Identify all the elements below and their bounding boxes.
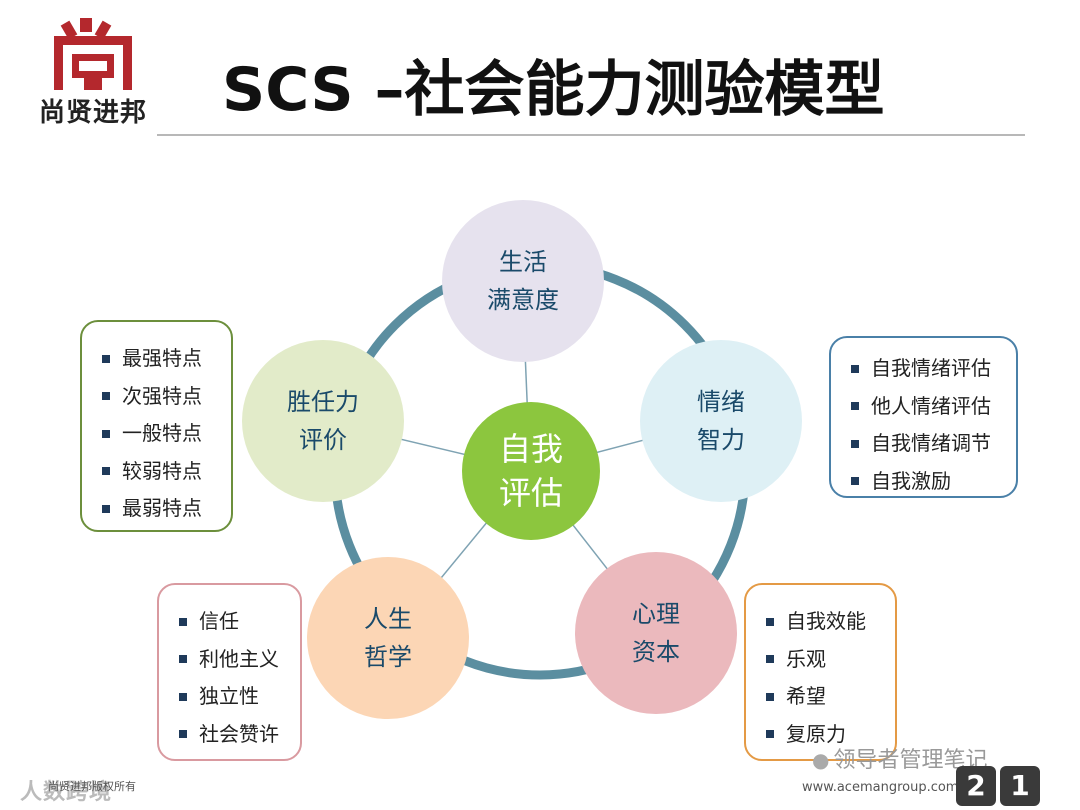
title-divider [157,134,1025,136]
capital-items-list: 自我效能 乐观 希望 复原力 [766,603,895,753]
list-item: 次强特点 [102,378,231,416]
bullet-icon [179,655,187,664]
list-item: 最弱特点 [102,490,231,528]
company-logo [54,18,132,90]
list-item: 自我情绪评估 [851,350,1016,388]
bullet-icon [766,655,774,664]
logo-text: 尚贤进邦 [38,98,147,128]
bullet-icon [766,692,774,701]
list-item: 复原力 [766,716,895,754]
capital-items-box: 自我效能 乐观 希望 复原力 [744,583,897,761]
node-circle-comp [242,340,404,502]
list-item: 他人情绪评估 [851,388,1016,426]
page-number-digit-2: 1 [1000,766,1040,806]
bullet-icon [851,364,859,373]
bullet-icon [179,692,187,701]
bullet-icon [102,467,110,476]
node-circle-life [442,200,604,362]
center-label-self-assessment: 自我 评估 [462,402,600,540]
list-item: 希望 [766,678,895,716]
center-circle [462,402,600,540]
node-label-emotional-intelligence: 情绪 智力 [640,340,802,502]
list-item: 独立性 [179,678,300,716]
bullet-icon [179,617,187,626]
node-eq-line1: 情绪 [697,388,745,416]
list-item: 社会赞许 [179,716,300,754]
competency-traits-list: 最强特点 次强特点 一般特点 较弱特点 最弱特点 [102,340,231,528]
footer-watermark: 人数跨境 [20,780,113,805]
node-psy-line1: 心理 [632,600,680,628]
node-circle-psy [575,552,737,714]
bullet-icon [102,504,110,513]
node-circle-eq [640,340,802,502]
bullet-icon [766,730,774,739]
bullet-icon [851,439,859,448]
node-life-line1: 生活 [499,248,547,276]
emotion-items-box: 自我情绪评估 他人情绪评估 自我情绪调节 自我激励 [829,336,1018,498]
page-title: SCS –社会能力测验模型 [222,55,885,125]
node-comp-line2: 评价 [299,426,347,454]
bullet-icon [102,429,110,438]
competency-traits-box: 最强特点 次强特点 一般特点 较弱特点 最弱特点 [80,320,233,532]
list-item: 自我激励 [851,463,1016,501]
list-item: 最强特点 [102,340,231,378]
center-line1: 自我 [498,430,563,468]
bullet-icon [102,354,110,363]
node-circle-phil [307,557,469,719]
node-label-competency: 胜任力 评价 [242,340,404,502]
list-item: 一般特点 [102,415,231,453]
list-item: 自我效能 [766,603,895,641]
emotion-items-list: 自我情绪评估 他人情绪评估 自我情绪调节 自我激励 [851,350,1016,500]
node-label-life-philosophy: 人生 哲学 [307,557,469,719]
center-line2: 评估 [498,474,563,512]
list-item: 较弱特点 [102,453,231,491]
philosophy-items-list: 信任 利他主义 独立性 社会赞许 [179,603,300,753]
bullet-icon [851,477,859,486]
bullet-icon [766,617,774,626]
page-number-digit-1: 2 [956,766,996,806]
node-eq-line2: 智力 [697,426,745,454]
list-item: 乐观 [766,641,895,679]
footer-copyright: 尚贤进邦版权所有 [48,780,136,793]
node-comp-line1: 胜任力 [287,388,359,416]
node-psy-line2: 资本 [632,638,680,666]
node-phil-line2: 哲学 [364,643,412,671]
bullet-icon [102,392,110,401]
wechat-icon: ● [812,748,830,772]
node-phil-line1: 人生 [364,605,412,633]
bullet-icon [851,402,859,411]
node-label-life-satisfaction: 生活 满意度 [442,200,604,362]
philosophy-items-box: 信任 利他主义 独立性 社会赞许 [157,583,302,761]
list-item: 自我情绪调节 [851,425,1016,463]
node-label-psychological-capital: 心理 资本 [575,552,737,714]
footer-website: www.acemangroup.com [802,780,959,795]
list-item: 信任 [179,603,300,641]
bullet-icon [179,730,187,739]
node-life-line2: 满意度 [487,286,559,314]
list-item: 利他主义 [179,641,300,679]
